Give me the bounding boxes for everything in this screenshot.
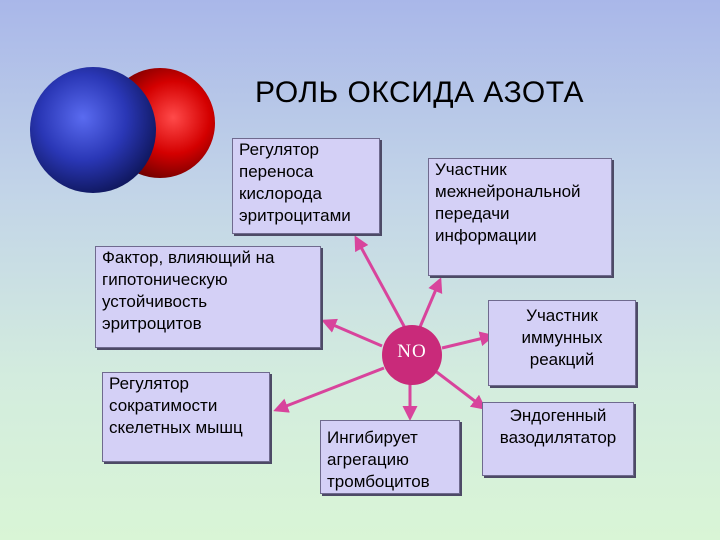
node-muscle: Регулятор сократимости скелетных мышц (102, 372, 270, 462)
slide-title: РОЛЬ ОКСИДА АЗОТА (255, 76, 585, 109)
arrow-to-muscle (273, 366, 385, 413)
node-vasodilator: Эндогенный вазодилятатор (482, 402, 634, 476)
node-immune: Участник иммунных реакций (488, 300, 636, 386)
arrow-to-interneuronal (418, 277, 443, 328)
node-hypotonic: Фактор, влияющий на гипотоническую устой… (95, 246, 321, 348)
arrow-to-hypotonic (321, 318, 383, 348)
arrow-to-oxygen-transfer (354, 235, 407, 329)
no-center-label: NO (397, 341, 427, 362)
arrow-to-vasodilator (433, 368, 487, 410)
node-oxygen-transfer: Регулятор переноса кислорода эритроцитам… (232, 138, 380, 234)
arrow-to-immune (441, 331, 495, 350)
nitrogen-sphere (30, 67, 156, 193)
no-center-node (382, 325, 442, 385)
node-interneuronal: Участник межнейрональной передачи информ… (428, 158, 612, 276)
node-platelets: Ингибирует агрегацию тромбоцитов (320, 420, 460, 494)
